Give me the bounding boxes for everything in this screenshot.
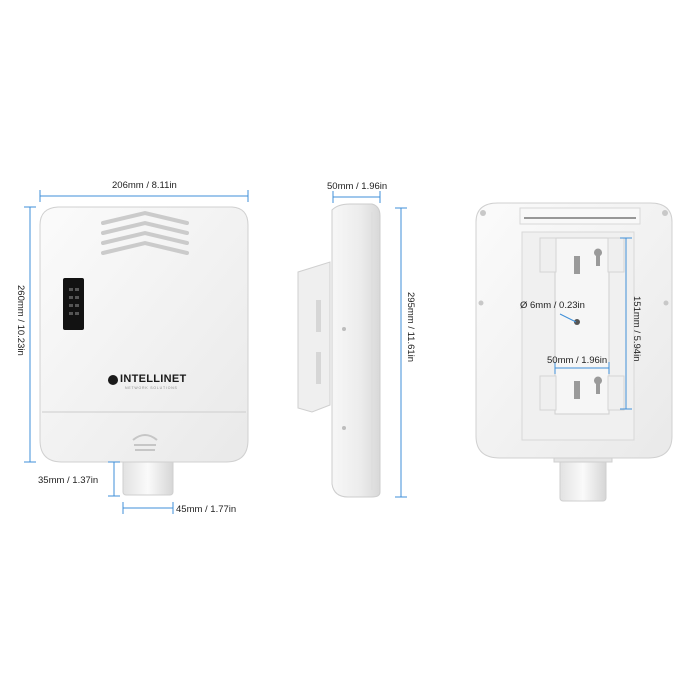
bracket-tab-bl	[539, 375, 557, 411]
bracket-slot-top	[574, 256, 580, 274]
back-screw-ml	[478, 300, 484, 306]
brand-logo-text: INTELLINET	[120, 373, 187, 385]
side-screw-lower	[342, 426, 346, 430]
back-screw-mr	[663, 300, 669, 306]
keyhole-icon	[594, 248, 602, 266]
back-pipe	[559, 455, 607, 502]
top-vent-slot	[519, 207, 641, 225]
bracket-height-label: 151mm / 5.94in	[631, 296, 642, 362]
bracket-slot-lower	[316, 352, 321, 384]
vent-icon	[101, 210, 189, 255]
bracket-tab-br	[607, 375, 625, 411]
side-bracket	[297, 261, 331, 413]
side-screw-upper	[342, 327, 346, 331]
bracket-hole-label: Ø 6mm / 0.23in	[520, 300, 585, 311]
back-view	[475, 202, 673, 502]
side-height-label: 295mm / 11.61in	[405, 292, 416, 363]
bracket-slot-upper	[316, 300, 321, 332]
front-housing	[39, 206, 249, 463]
pipe-width-label: 45mm / 1.77in	[176, 504, 237, 515]
back-bracket	[554, 237, 610, 415]
led-indicators	[69, 288, 79, 315]
brand-logo-icon	[108, 375, 118, 385]
bracket-tab-tl	[539, 237, 557, 273]
side-depth-label: 50mm / 1.96in	[327, 181, 388, 192]
side-housing	[331, 203, 381, 498]
bottom-vent-icon	[132, 434, 158, 451]
back-screw-tl	[480, 210, 486, 216]
side-view	[297, 203, 381, 498]
front-height-label: 260mm / 10.23in	[15, 285, 26, 356]
bracket-width-label: 50mm / 1.96in	[547, 355, 608, 366]
mounting-hole	[574, 319, 580, 325]
led-panel	[63, 278, 84, 330]
brand-logo-subtext: NETWORK SOLUTIONS	[125, 386, 178, 390]
keyhole-icon	[593, 376, 603, 394]
bracket-slot-bottom	[574, 381, 580, 399]
front-width-label: 206mm / 8.11in	[112, 180, 177, 191]
front-view	[39, 206, 249, 496]
pipe-offset-label: 35mm / 1.37in	[38, 475, 99, 486]
dimension-lines	[24, 190, 632, 514]
back-screw-tr	[662, 210, 668, 216]
bracket-tab-tr	[607, 237, 625, 273]
